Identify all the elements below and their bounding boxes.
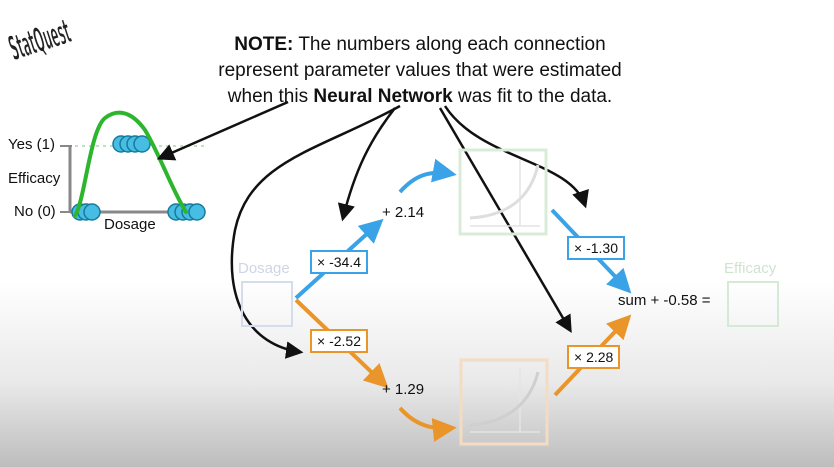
- note-arrows: [156, 100, 589, 359]
- note-line2: represent parameter values that were est…: [218, 60, 622, 81]
- y-label-no: No (0): [14, 203, 56, 220]
- statquest-logo: StatQuest: [4, 11, 74, 69]
- bias-2-label: + 1.29: [382, 381, 425, 398]
- data-points-low-dosage: [71, 203, 101, 221]
- x-axis-label: Dosage: [104, 216, 156, 233]
- output-label: Efficacy: [724, 260, 777, 277]
- input-node: [241, 281, 293, 327]
- input-label: Dosage: [238, 260, 290, 277]
- dosage-efficacy-plot: [60, 110, 206, 221]
- bias-1-label: + 2.14: [382, 204, 425, 221]
- hidden-node-top: [458, 148, 548, 236]
- y-label-yes: Yes (1): [8, 136, 55, 153]
- note-line3-pre: when this: [227, 86, 314, 107]
- data-points-mid-dosage: [112, 135, 151, 153]
- weight-4-box: × 2.28: [567, 345, 621, 369]
- fitted-curve: [73, 110, 188, 218]
- logo-mark: StatQuest: [4, 12, 74, 69]
- note-text: NOTE: The numbers along each connection …: [140, 32, 700, 110]
- note-prefix: NOTE:: [234, 34, 294, 55]
- y-axis-label: Efficacy: [8, 170, 61, 187]
- note-line3-bold: Neural Network: [313, 86, 453, 107]
- data-points-high-dosage: [167, 203, 206, 221]
- weight-2-box: × -2.52: [310, 329, 368, 353]
- output-node: [727, 281, 779, 327]
- sum-label: sum + -0.58 =: [618, 292, 711, 309]
- note-line3-post: was fit to the data.: [452, 86, 613, 107]
- weight-3-box: × -1.30: [567, 236, 625, 260]
- hidden-node-bottom: [459, 358, 549, 446]
- weight-1-box: × -34.4: [310, 250, 368, 274]
- note-line1: The numbers along each connection: [293, 34, 606, 55]
